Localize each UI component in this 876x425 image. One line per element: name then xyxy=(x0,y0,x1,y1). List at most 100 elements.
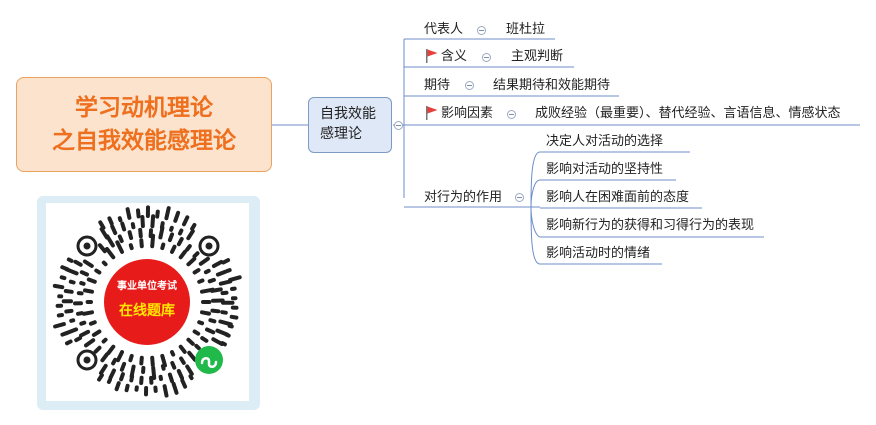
qr-dash xyxy=(105,247,116,260)
branch-collapse-icon[interactable] xyxy=(515,193,524,202)
qr-dash xyxy=(192,251,200,259)
branch-collapse-icon[interactable] xyxy=(477,26,486,35)
mini-program-icon xyxy=(195,346,223,374)
qr-dash xyxy=(215,269,228,277)
qr-dash xyxy=(76,311,84,316)
qr-dash xyxy=(167,372,174,384)
qr-badge-line2: 在线题库 xyxy=(119,302,175,319)
qr-dash xyxy=(129,374,135,383)
effect-item[interactable]: 决定人对活动的选择 xyxy=(546,134,664,149)
center-collapse-icon[interactable] xyxy=(394,121,403,130)
effect-item[interactable]: 影响人在困难面前的态度 xyxy=(546,190,690,205)
qr-dash xyxy=(107,216,114,226)
qr-dash xyxy=(150,214,156,229)
qr-dash xyxy=(115,240,124,254)
qr-dash xyxy=(170,361,177,370)
branch-collapse-icon[interactable] xyxy=(465,81,474,90)
qr-dash xyxy=(197,278,205,284)
qr-dash xyxy=(164,206,171,221)
qr-dash xyxy=(211,337,224,346)
qr-dash xyxy=(73,259,83,267)
qr-dash xyxy=(151,365,157,380)
qr-dash xyxy=(158,226,165,240)
qr-dash xyxy=(208,318,217,324)
qr-dash xyxy=(79,281,86,286)
root-title-line1: 学习动机理论 xyxy=(75,94,213,121)
qr-dash xyxy=(97,373,104,382)
qr-dash xyxy=(178,249,187,260)
qr-dash xyxy=(65,339,73,346)
qr-dash xyxy=(185,364,194,376)
branch-value-meaning[interactable]: 主观判断 xyxy=(511,49,564,64)
qr-dash xyxy=(150,233,156,249)
branch-value-factors[interactable]: 成败经验（最重要）、替代经验、言语信息、情感状态 xyxy=(535,106,841,121)
branch-spine xyxy=(393,39,405,198)
branch-label-meaning[interactable]: 含义 xyxy=(441,49,468,64)
qr-dash xyxy=(74,336,83,343)
mini-program-code: 事业单位考试 在线题库 xyxy=(52,205,242,398)
branch-collapse-icon[interactable] xyxy=(507,110,516,119)
qr-dash xyxy=(160,242,166,251)
qr-dash xyxy=(159,221,165,230)
effect-item[interactable]: 影响新行为的获得和习得行为的表现 xyxy=(546,218,755,233)
red-flag-icon xyxy=(426,49,438,63)
qr-dash xyxy=(218,279,233,286)
qr-dash xyxy=(94,268,102,275)
branch-value-representative[interactable]: 班杜拉 xyxy=(506,22,546,37)
finder-eye-top-left xyxy=(76,235,98,257)
qr-dash xyxy=(190,223,197,231)
qr-dash xyxy=(225,268,232,273)
center-topic[interactable]: 自我效能 感理论 xyxy=(308,97,392,153)
effect-item[interactable]: 影响活动时的情绪 xyxy=(546,246,651,261)
qr-dash xyxy=(66,257,74,263)
qr-dash xyxy=(120,221,127,232)
qr-dash xyxy=(136,208,141,219)
qr-dash xyxy=(52,283,65,290)
qr-dash xyxy=(178,344,187,354)
qr-dash xyxy=(63,289,74,294)
qr-dash xyxy=(60,265,70,272)
qr-dash xyxy=(114,381,121,392)
qr-dash xyxy=(69,318,76,323)
qr-dash xyxy=(176,369,184,381)
effect-item[interactable]: 影响对活动的坚持性 xyxy=(546,162,664,177)
qr-dash xyxy=(160,353,167,368)
qr-dash xyxy=(220,341,227,347)
qr-dash xyxy=(128,353,134,363)
branch-collapse-icon[interactable] xyxy=(482,53,491,62)
qr-dash xyxy=(176,237,184,247)
qr-dash xyxy=(125,207,132,220)
qr-dash xyxy=(91,329,102,337)
qr-dash xyxy=(116,350,124,363)
branch-label-effects[interactable]: 对行为的作用 xyxy=(424,190,503,205)
qr-dash xyxy=(171,381,179,395)
qr-dash xyxy=(79,320,87,326)
qr-dash xyxy=(127,230,134,240)
qr-dash xyxy=(170,244,177,254)
qr-dash xyxy=(188,374,194,381)
qr-dash xyxy=(79,329,91,338)
root-topic[interactable]: 学习动机理论 之自我效能感理论 xyxy=(16,77,272,172)
qr-dash xyxy=(218,319,233,327)
qr-dash xyxy=(88,320,97,326)
qr-dash xyxy=(200,336,209,343)
qr-dash xyxy=(194,343,201,351)
qr-dash xyxy=(111,357,118,366)
qr-dash xyxy=(170,350,176,357)
qr-dash xyxy=(124,383,130,393)
qr-dash xyxy=(220,310,228,315)
branch-label-representative[interactable]: 代表人 xyxy=(424,22,464,37)
qr-dash xyxy=(106,377,112,384)
finder-eye-top-right xyxy=(198,235,220,257)
branch-value-expectation[interactable]: 结果期待和效能期待 xyxy=(493,78,611,93)
qr-dash xyxy=(227,323,234,329)
qr-badge-line1: 事业单位考试 xyxy=(117,279,177,292)
branch-label-factors[interactable]: 影响因素 xyxy=(441,106,494,121)
qr-dash xyxy=(101,260,108,267)
qr-dash xyxy=(200,310,211,316)
branch-label-expectation[interactable]: 期待 xyxy=(424,78,451,93)
qr-dash xyxy=(160,364,166,371)
qr-dash xyxy=(82,259,94,268)
qr-dash xyxy=(59,275,67,281)
qr-dash xyxy=(99,227,109,240)
